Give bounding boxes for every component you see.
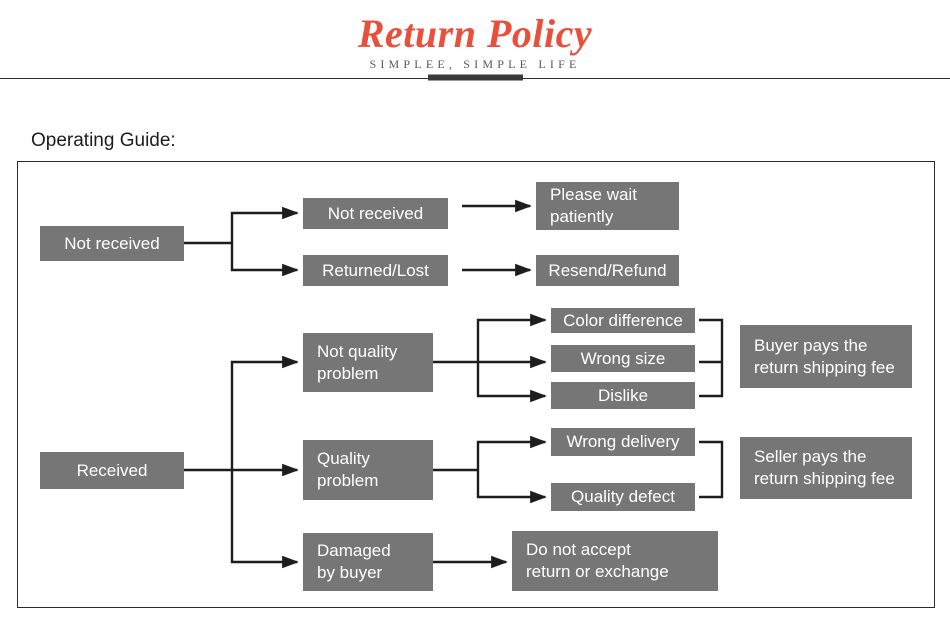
flow-node-color-difference: Color difference [551, 308, 695, 333]
flow-node-label: Quality problem [317, 449, 379, 490]
flow-node-label: Wrong size [580, 348, 666, 368]
header-divider-accent [428, 74, 523, 81]
flow-node-label: Color difference [563, 310, 683, 330]
flow-node-resend-refund: Resend/Refund [536, 255, 679, 286]
flow-node-label: Quality defect [571, 487, 675, 506]
flow-node-buyer-pays: Buyer pays the return shipping fee [740, 325, 912, 388]
flow-node-label: Please wait patiently [550, 185, 637, 226]
flow-node-label: Received [76, 460, 148, 480]
flow-node-quality-defect: Quality defect [551, 483, 695, 511]
flow-node-label: Not received [327, 203, 424, 223]
brand-tagline: SIMPLEE, SIMPLE LIFE [369, 57, 581, 71]
flow-node-damaged-by-buyer: Damaged by buyer [303, 533, 433, 591]
brand-header: Return Policy SIMPLEE, SIMPLE LIFE [0, 0, 950, 86]
flow-node-label: Not quality problem [317, 341, 398, 383]
section-label-operating-guide: Operating Guide: [31, 130, 176, 151]
flow-node-label: Seller pays the return shipping fee [754, 447, 895, 488]
flow-node-wrong-delivery: Wrong delivery [551, 428, 695, 456]
flow-node-not-received-status: Not received [303, 198, 448, 229]
flow-node-not-received-root: Not received [40, 226, 184, 261]
page-title: Return Policy [357, 11, 593, 56]
flow-node-dislike: Dislike [551, 382, 695, 409]
flow-node-seller-pays: Seller pays the return shipping fee [740, 437, 912, 499]
flow-node-label: Returned/Lost [322, 260, 429, 280]
flow-node-label: Buyer pays the return shipping fee [754, 335, 895, 377]
flow-node-label: Do not accept return or exchange [526, 540, 669, 581]
flow-node-not-quality-problem: Not quality problem [303, 333, 433, 392]
flow-node-wrong-size: Wrong size [551, 345, 695, 372]
flow-node-label: Not received [64, 233, 160, 253]
flow-node-label: Wrong delivery [566, 432, 680, 451]
flow-node-please-wait: Please wait patiently [536, 182, 679, 230]
flow-node-label: Resend/Refund [548, 260, 667, 280]
flow-node-label: Dislike [597, 385, 649, 405]
flow-node-do-not-accept: Do not accept return or exchange [512, 531, 718, 591]
flow-node-label: Damaged by buyer [317, 541, 391, 582]
flow-node-returned-lost: Returned/Lost [303, 255, 448, 286]
flow-node-received-root: Received [40, 452, 184, 489]
flow-node-quality-problem: Quality problem [303, 440, 433, 500]
